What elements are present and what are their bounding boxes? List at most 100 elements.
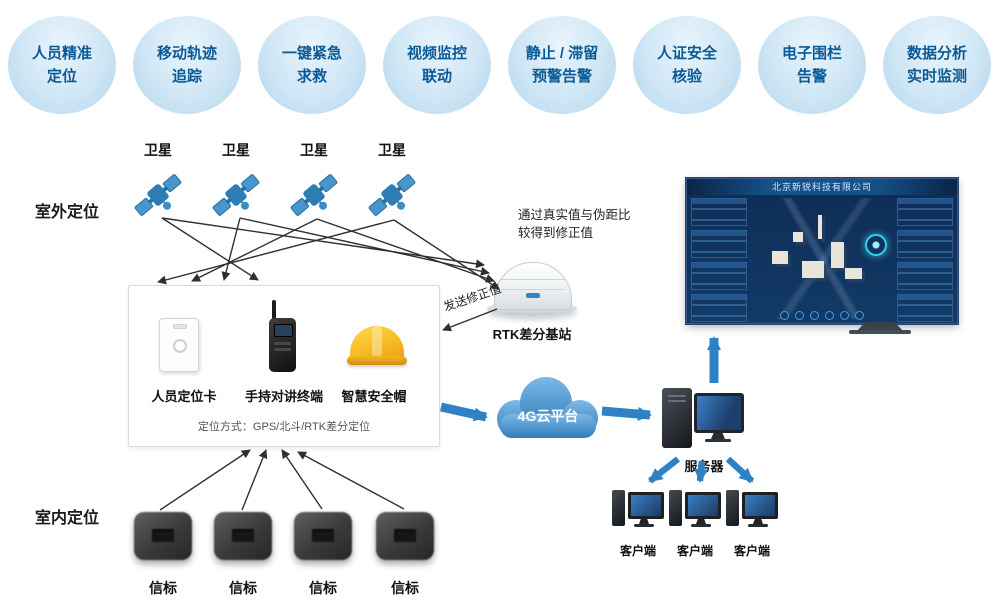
server-vent [668, 400, 686, 402]
cloud-icon [497, 377, 598, 438]
beacon-icon [214, 512, 272, 560]
beacon-label: 信标 [149, 580, 177, 596]
dashboard-screen: 北京新锐科技有限公司 [686, 178, 958, 324]
safety-helmet-icon [347, 326, 407, 370]
dashboard-left-panels [691, 198, 747, 322]
feature-badge-id-verification: 人证安全 核验 [633, 16, 741, 114]
note-line-1: 通过真实值与伪距比 [518, 208, 631, 222]
server-tower [662, 388, 692, 448]
dashboard-icon-dot [810, 311, 819, 320]
walkie-talkie-icon [269, 300, 296, 372]
badge-line: 定位 [46, 68, 77, 85]
dashboard-panel [897, 198, 953, 226]
feature-badge-efence-alarm: 电子围栏 告警 [758, 16, 866, 114]
satellite-label: 卫星 [222, 142, 250, 158]
beacon-icon [294, 512, 352, 560]
server-monitor-base [705, 439, 731, 442]
beacon-slot [394, 529, 416, 542]
rtk-dome-ridge [501, 279, 565, 280]
beacon-label: 信标 [391, 580, 419, 596]
feature-badge-precise-positioning: 人员精准 定位 [8, 16, 116, 114]
beacon-label: 信标 [309, 580, 337, 596]
dashboard-panel [897, 262, 953, 290]
dashboard-icon-strip [780, 311, 864, 320]
rtk-base-station-icon [494, 262, 572, 310]
plant-building [845, 268, 863, 280]
badge-line: 人证安全 [656, 45, 717, 62]
dashboard-title: 北京新锐科技有限公司 [687, 179, 957, 195]
walkie-button [274, 342, 291, 345]
dashboard-panel [691, 294, 747, 322]
plant-building [801, 260, 824, 278]
server-vent [668, 395, 686, 397]
client-monitor-base [691, 524, 711, 527]
client-computer-icon [612, 486, 664, 534]
client-monitor-stand [639, 519, 649, 524]
plant-chimney [817, 214, 822, 239]
beacon-slot [312, 529, 334, 542]
satellite-icon [290, 174, 338, 216]
badge-line: 联动 [421, 68, 452, 85]
rtk-correction-note: 通过真实值与伪距比 较得到修正值 [518, 206, 663, 242]
device-label-safety-helmet: 智慧安全帽 [341, 389, 407, 404]
server-icon [662, 388, 746, 448]
rtk-dome-logo [526, 293, 540, 298]
client-monitor-base [748, 524, 768, 527]
feature-badge-trajectory-tracking: 移动轨迹 追踪 [133, 16, 241, 114]
client-monitor-stand [753, 519, 763, 524]
dashboard-right-panels [897, 198, 953, 322]
dashboard-icon-dot [855, 311, 864, 320]
badge-line: 视频监控 [406, 45, 467, 62]
feature-badge-video-linkage: 视频监控 联动 [383, 16, 491, 114]
client-computer-icon [669, 486, 721, 534]
dashboard-panel [691, 262, 747, 290]
locator-card-icon [159, 318, 199, 372]
client-computer-icon [726, 486, 778, 534]
badge-line: 一键紧急 [281, 45, 342, 62]
dashboard-stand [857, 322, 903, 331]
dashboard-icon-dot [795, 311, 804, 320]
outdoor-positioning-label: 室外定位 [35, 204, 100, 221]
dashboard-icon-dot [840, 311, 849, 320]
walkie-button [274, 348, 291, 351]
dashboard-panel [897, 230, 953, 258]
server-monitor-stand [711, 433, 725, 439]
client-label: 客户端 [676, 544, 713, 558]
beacon-label: 信标 [229, 580, 257, 596]
rtk-dome-ridge [501, 289, 565, 290]
dashboard-gauge [865, 234, 887, 257]
beacon-icon [376, 512, 434, 560]
client-monitor [742, 492, 778, 519]
beacon-icon [134, 512, 192, 560]
client-tower [669, 490, 682, 526]
walkie-antenna [272, 300, 276, 320]
badge-line: 数据分析 [906, 45, 967, 62]
helmet-brim [347, 356, 407, 365]
server-label: 服务器 [684, 459, 724, 474]
plant-building [792, 231, 803, 242]
dashboard-panel [691, 230, 747, 258]
plant-building [772, 251, 789, 265]
client-monitor [628, 492, 664, 519]
badge-line: 预警告警 [531, 68, 592, 85]
client-monitor-stand [696, 519, 706, 524]
satellite-icon [134, 174, 182, 216]
positioning-method-text: 定位方式：GPS/北斗/RTK差分定位 [197, 421, 371, 433]
plant-building [830, 241, 844, 268]
badge-line: 人员精准 [31, 45, 92, 62]
walkie-screen [274, 324, 293, 337]
badge-line: 移动轨迹 [156, 45, 217, 62]
dashboard-icon-dot [780, 311, 789, 320]
locator-card-hole [173, 324, 187, 329]
dashboard-icon-dot [825, 311, 834, 320]
badge-line: 电子围栏 [781, 45, 842, 62]
badge-line: 求救 [296, 68, 327, 85]
badge-line: 核验 [671, 68, 702, 85]
cloud-platform-label: 4G云平台 [517, 408, 579, 424]
satellite-icon [368, 174, 416, 216]
dashboard-panel [897, 294, 953, 322]
feature-badge-emergency-sos: 一键紧急 求救 [258, 16, 366, 114]
positioning-devices-box: 人员定位卡 手持对讲终端 智慧安全帽 定位方式：GPS/北斗/RTK差分定位 [128, 285, 440, 447]
satellite-label: 卫星 [300, 142, 328, 158]
client-tower [612, 490, 625, 526]
